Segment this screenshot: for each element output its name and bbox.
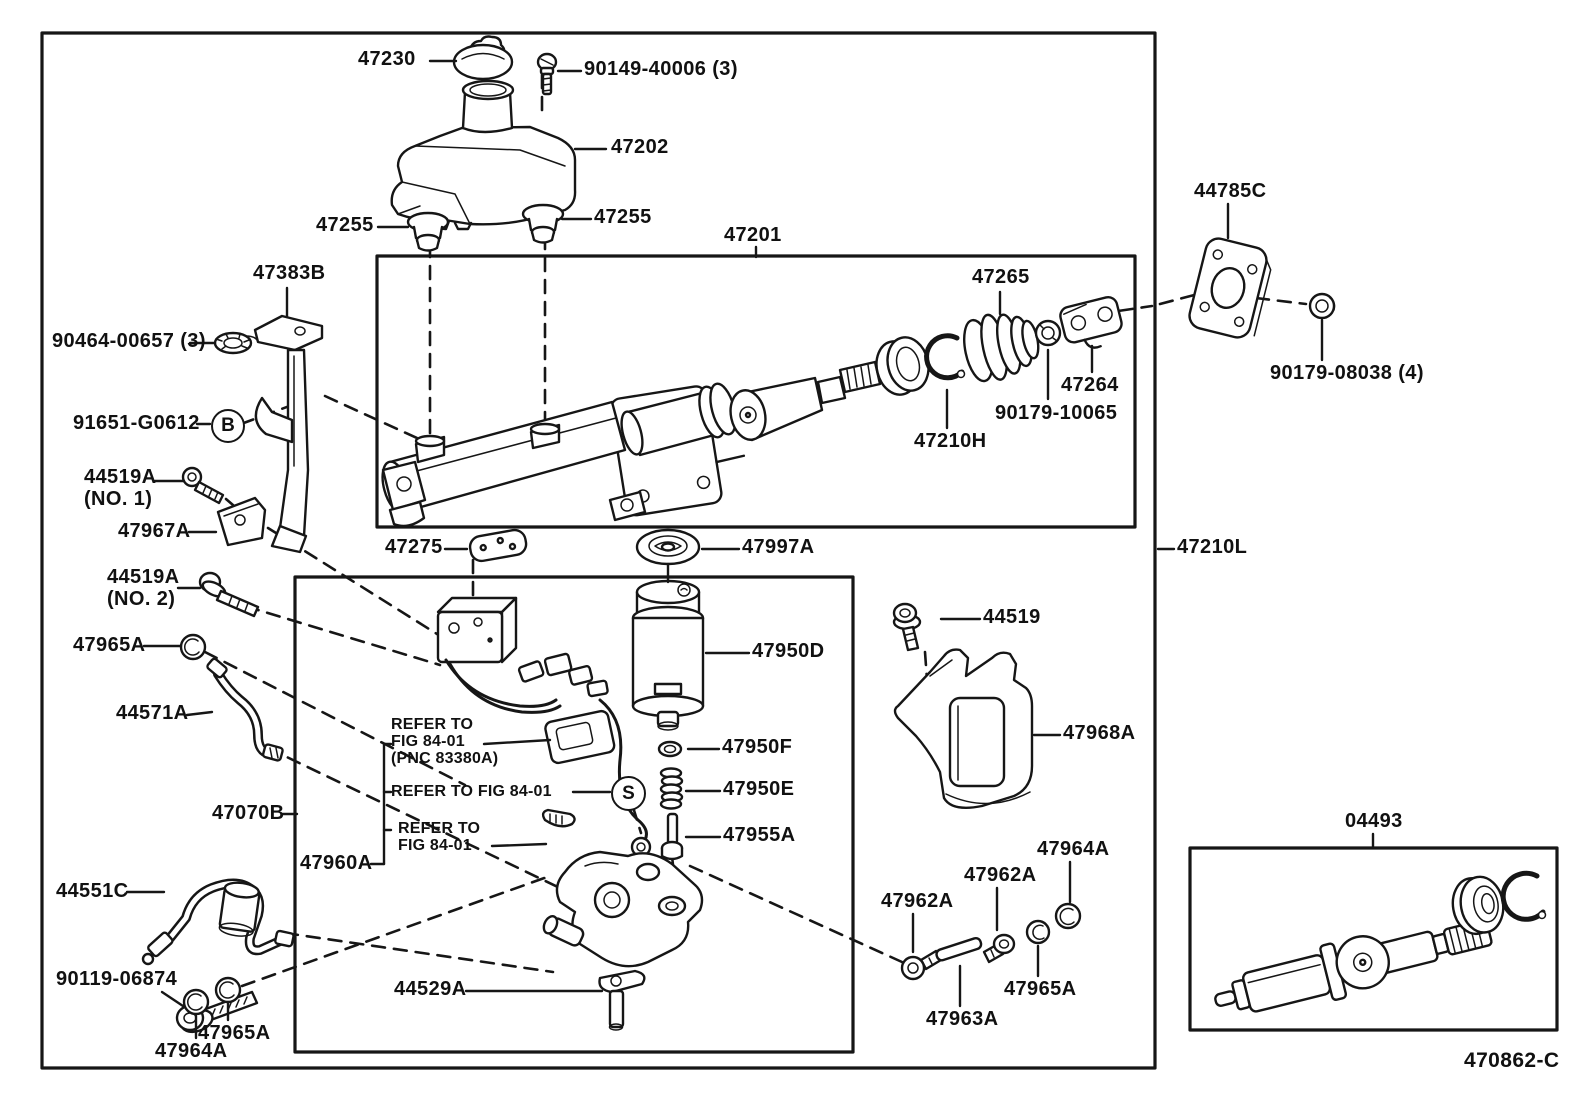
pump-bolt-drawing [660, 812, 684, 861]
label-piston-nut: 90179-10065 [995, 402, 1118, 424]
rod-nut-drawing [1034, 319, 1062, 347]
label-boot: 47265 [972, 266, 1030, 288]
pump-drawing [542, 850, 704, 968]
label-grommet-mid-left: 47965A [73, 634, 146, 656]
label-spring: 47950E [723, 778, 795, 800]
label-firewall-plate: 44785C [1194, 180, 1267, 202]
bracket-bolt-drawing [892, 602, 922, 652]
label-reservoir-bracket: 47383B [253, 262, 326, 284]
grommet-mid-drawing [179, 633, 207, 661]
spring-drawing [659, 767, 684, 810]
label-reservoir-cap: 47230 [358, 48, 416, 70]
note-refer-b: REFER TO FIG 84-01 [391, 783, 552, 800]
label-bolt-no2-sub: (NO. 2) [107, 588, 176, 610]
clevis-drawing [1059, 295, 1123, 349]
label-lock-washer: 90464-00657 (3) [52, 330, 206, 352]
reservoir-bracket-drawing [253, 314, 324, 554]
bolt-no1-drawing [181, 466, 225, 505]
actuator-bracket-drawing [893, 648, 1034, 809]
label-grommet-right: 47255 [594, 206, 652, 228]
label-mc-box: 47201 [724, 224, 782, 246]
label-tube: 44551C [56, 880, 129, 902]
tube-drawing [141, 878, 295, 966]
boot-drawing [963, 313, 1040, 383]
label-actuator-bracket: 47968A [1063, 722, 1136, 744]
label-motor-washer: 47997A [742, 536, 815, 558]
lock-washer-drawing [213, 331, 259, 355]
reservoir-screw-drawing [536, 52, 558, 96]
leader-lines [125, 59, 1375, 1040]
motor-washer-drawing [635, 528, 701, 566]
label-pump-gasket: 44529A [394, 978, 467, 1000]
outer-box [40, 31, 1157, 1070]
reservoir-drawing [390, 79, 577, 231]
label-grommet-br-2: 47964A [1037, 838, 1110, 860]
marker-s: S [611, 776, 646, 811]
label-firewall-nut: 90179-08038 (4) [1270, 362, 1424, 384]
piston-drawing [620, 360, 882, 457]
bolt-no2-drawing [198, 571, 260, 618]
motor-drawing [631, 579, 705, 731]
label-piston-ring: 47210H [914, 430, 987, 452]
repair-kit-drawing [1214, 870, 1547, 1013]
hose-drawing [206, 657, 284, 762]
label-reservoir-screw: 90149-40006 (3) [584, 58, 738, 80]
mc-bracket-drawing [468, 528, 528, 563]
label-pump-bolt: 47955A [723, 824, 796, 846]
label-wiring: 47960A [300, 852, 373, 874]
label-reservoir: 47202 [611, 136, 669, 158]
note-refer-c: REFER TO FIG 84-01 [398, 820, 481, 854]
label-bolt-no2-number: 44519A [107, 566, 180, 588]
grommet-right-drawing [521, 203, 565, 244]
label-clevis: 47264 [1061, 374, 1119, 396]
label-motor: 47950D [752, 640, 825, 662]
oring-drawing [657, 740, 683, 758]
relay-drawing [436, 596, 658, 863]
figure-code: 470862-C [1464, 1049, 1560, 1072]
reservoir-cap-drawing [452, 35, 514, 81]
label-actuator-box: 47070B [212, 802, 285, 824]
label-bolt-b: 91651-G0612 [73, 412, 200, 434]
dashed-lines [203, 73, 1308, 988]
pump-gasket-drawing [598, 969, 646, 1031]
label-oring: 47950F [722, 736, 793, 758]
note-refer-a: REFER TO FIG 84-01 (PNC 83380A) [391, 716, 499, 767]
label-hose: 44571A [116, 702, 189, 724]
label-grommet-left: 47255 [316, 214, 374, 236]
small-parts-br-drawing [900, 902, 1082, 981]
grommet-left-drawing [406, 211, 450, 252]
label-mc-bracket: 47275 [385, 536, 443, 558]
label-bolt-no2: 44519A (NO. 2) [107, 566, 179, 610]
firewall-nut-drawing [1308, 292, 1336, 320]
grommets-bl-drawing [182, 976, 242, 1016]
label-bolt-no1-number: 44519A [84, 466, 157, 488]
marker-b: B [211, 409, 245, 443]
label-bracket-bolt: 44519 [983, 606, 1041, 628]
snap-ring-drawing [924, 333, 966, 381]
label-grommet-br-1: 47965A [1004, 978, 1077, 1000]
label-bolt-br-1: 47962A [881, 890, 954, 912]
label-bolt-no1-sub: (NO. 1) [84, 488, 153, 510]
firewall-plate-drawing [1188, 237, 1272, 339]
label-bolt-br-2: 47962A [964, 864, 1037, 886]
label-bolt-bottom-left: 90119-06874 [56, 968, 178, 990]
piston-ring-drawing [875, 336, 930, 396]
plate-no1-drawing [216, 496, 267, 547]
label-pin: 47963A [926, 1008, 999, 1030]
label-grommet-bl-1: 47965A [198, 1022, 271, 1044]
label-grommet-bl-2: 47964A [155, 1040, 228, 1062]
label-assembly: 47210L [1177, 536, 1248, 558]
label-bolt-no1: 44519A (NO. 1) [84, 466, 156, 510]
label-plate-no1: 47967A [118, 520, 191, 542]
label-repair-kit: 04493 [1345, 810, 1403, 832]
